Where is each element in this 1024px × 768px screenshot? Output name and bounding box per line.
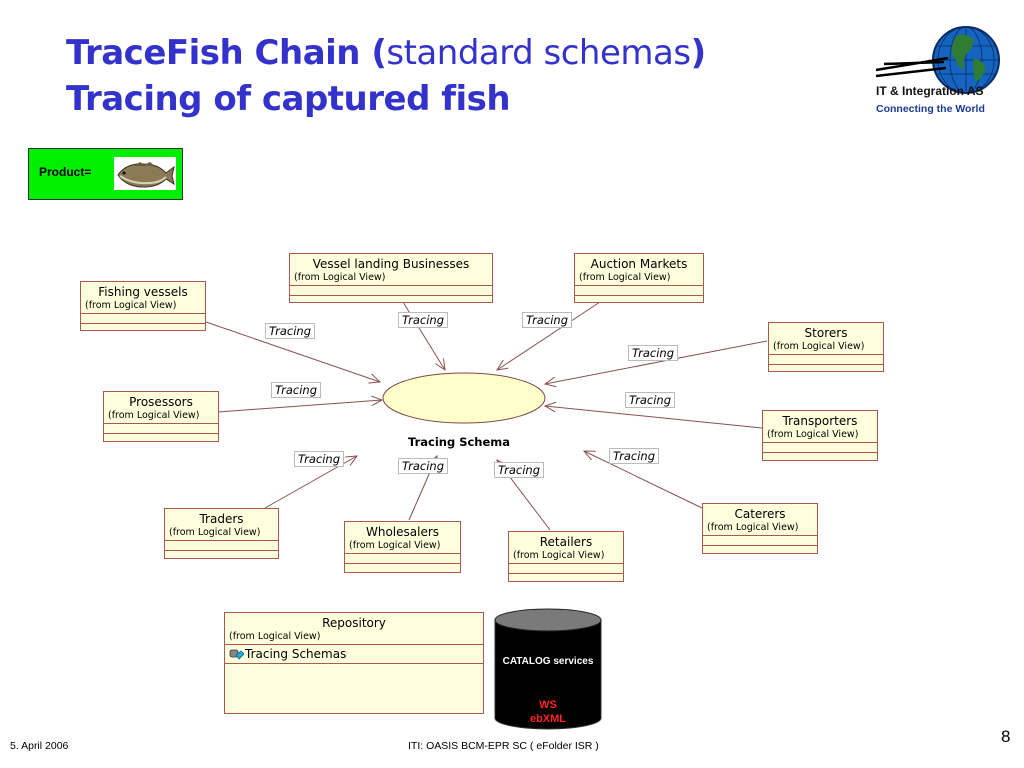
class-from: (from Logical View) <box>579 272 671 283</box>
divider <box>763 452 877 453</box>
class-name: Storers <box>804 326 848 340</box>
class-fishing-vessels[interactable]: Fishing vessels (from Logical View) <box>80 281 206 331</box>
divider <box>769 354 883 355</box>
catalog-database-icon <box>494 608 602 730</box>
tracing-label: Tracing <box>271 382 322 398</box>
repository-from: (from Logical View) <box>229 631 321 642</box>
class-from: (from Logical View) <box>108 410 200 421</box>
catalog-protocols: WS ebXML <box>494 698 602 726</box>
title-line2: Tracing of captured fish <box>66 79 511 119</box>
class-name: Auction Markets <box>590 257 688 271</box>
divider <box>769 364 883 365</box>
class-name: Vessel landing Businesses <box>312 257 470 271</box>
divider <box>703 545 817 546</box>
class-prosessors[interactable]: Prosessors (from Logical View) <box>103 391 219 442</box>
class-from: (from Logical View) <box>169 527 261 538</box>
class-from: (from Logical View) <box>85 300 177 311</box>
divider <box>703 535 817 536</box>
class-from: (from Logical View) <box>294 272 386 283</box>
logo-company: IT & Integration AS <box>876 84 984 98</box>
operation-icon <box>229 649 245 660</box>
class-auction-markets[interactable]: Auction Markets (from Logical View) <box>574 253 704 303</box>
divider <box>225 644 483 645</box>
class-vessel-landing-businesses[interactable]: Vessel landing Businesses (from Logical … <box>289 253 493 303</box>
edge-fishing-vessels <box>205 321 380 382</box>
class-from: (from Logical View) <box>767 429 859 440</box>
divider <box>104 423 218 424</box>
tracing-schema-label: Tracing Schema <box>408 435 511 449</box>
footer-center: ITI: OASIS BCM-EPR SC ( eFolder ISR ) <box>408 740 599 752</box>
logo-tagline: Connecting the World <box>876 103 985 115</box>
divider <box>575 295 703 296</box>
tracing-label: Tracing <box>294 451 345 467</box>
class-storers[interactable]: Storers (from Logical View) <box>768 322 884 372</box>
fish-image <box>114 157 176 190</box>
class-name: Wholesalers <box>365 525 440 539</box>
repository-name: Repository <box>322 616 386 630</box>
divider <box>763 442 877 443</box>
catalog-ws: WS <box>539 699 557 711</box>
class-name: Prosessors <box>129 395 193 409</box>
title-normal: standard schemas <box>386 33 691 73</box>
title-close: ) <box>690 33 707 73</box>
class-from: (from Logical View) <box>513 550 605 561</box>
tracing-schema-ellipse <box>382 372 546 424</box>
class-name: Retailers <box>539 535 593 549</box>
class-name: Transporters <box>782 414 858 428</box>
page-number: 8 <box>1001 727 1011 746</box>
tracing-label: Tracing <box>628 345 679 361</box>
globe-logo-icon <box>875 26 1000 94</box>
edge-auction-markets <box>497 301 601 370</box>
tracing-label: Tracing <box>398 458 449 474</box>
class-name: Caterers <box>734 507 786 521</box>
repository-operation-label: Tracing Schemas <box>245 647 347 661</box>
product-box: Product= <box>28 148 183 200</box>
divider <box>509 563 623 564</box>
class-caterers[interactable]: Caterers (from Logical View) <box>702 503 818 554</box>
tracing-label: Tracing <box>522 312 573 328</box>
class-retailers[interactable]: Retailers (from Logical View) <box>508 531 624 582</box>
divider <box>290 295 492 296</box>
tracing-label: Tracing <box>609 448 660 464</box>
tracing-label: Tracing <box>494 462 545 478</box>
product-label: Product= <box>39 165 92 179</box>
tracing-label: Tracing <box>625 392 676 408</box>
fish-icon <box>117 162 175 188</box>
catalog-ebxml: ebXML <box>529 713 567 725</box>
tracing-label: Tracing <box>265 323 316 339</box>
class-wholesalers[interactable]: Wholesalers (from Logical View) <box>344 521 461 573</box>
divider <box>225 663 483 664</box>
class-repository[interactable]: Repository (from Logical View) Tracing S… <box>224 612 484 714</box>
divider <box>165 550 278 551</box>
divider <box>345 553 460 554</box>
divider <box>165 540 278 541</box>
footer-date: 5. April 2006 <box>10 740 69 752</box>
class-from: (from Logical View) <box>773 341 865 352</box>
divider <box>81 313 205 314</box>
class-from: (from Logical View) <box>707 522 799 533</box>
divider <box>104 433 218 434</box>
divider <box>81 323 205 324</box>
class-name: Traders <box>199 512 244 526</box>
class-name: Fishing vessels <box>98 285 188 299</box>
title-bold: TraceFish Chain ( <box>66 33 387 73</box>
class-transporters[interactable]: Transporters (from Logical View) <box>762 410 878 461</box>
divider <box>290 285 492 286</box>
class-from: (from Logical View) <box>349 540 441 551</box>
catalog-title: CATALOG services <box>502 656 594 667</box>
edge-transporters <box>545 406 763 429</box>
edge-caterers <box>584 451 703 509</box>
edge-prosessors <box>217 400 382 413</box>
divider <box>575 285 703 286</box>
slide-title: TraceFish Chain (standard schemas) Traci… <box>66 30 706 122</box>
divider <box>509 573 623 574</box>
repository-operation: Tracing Schemas <box>225 645 483 663</box>
edge-storers <box>545 340 768 384</box>
class-traders[interactable]: Traders (from Logical View) <box>164 508 279 559</box>
tracing-label: Tracing <box>398 312 449 328</box>
divider <box>345 563 460 564</box>
